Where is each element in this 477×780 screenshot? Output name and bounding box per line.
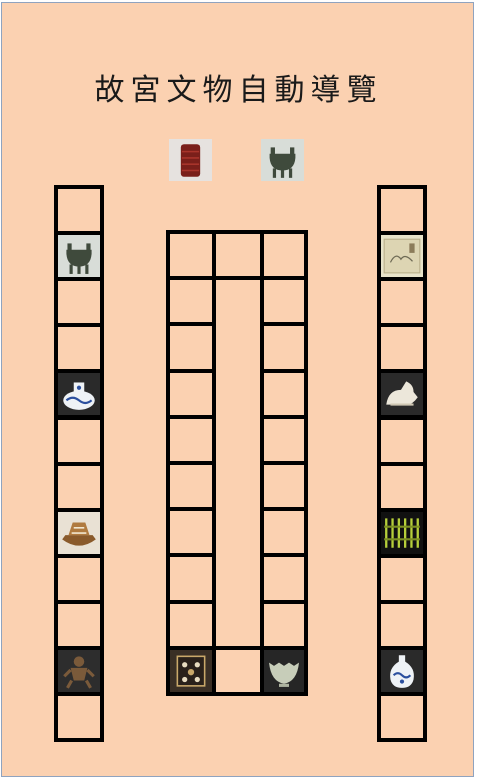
center-right-cell[interactable] — [260, 369, 308, 419]
celadon-bowl-icon — [264, 650, 304, 692]
center-top-cell[interactable] — [212, 230, 264, 280]
center-right-cell[interactable] — [260, 415, 308, 465]
left-track-cell[interactable] — [54, 692, 104, 742]
right-track-cell[interactable] — [377, 323, 427, 373]
center-right-cell[interactable] — [260, 461, 308, 511]
left-track-cell[interactable] — [54, 416, 104, 466]
center-left-cell[interactable] — [166, 507, 216, 557]
right-track-cell[interactable] — [377, 416, 427, 466]
carved-boat-icon — [58, 512, 100, 554]
center-left-cell[interactable] — [166, 276, 216, 326]
center-top-cell[interactable] — [166, 230, 216, 280]
center-left-cell[interactable] — [166, 600, 216, 650]
center-left-cell[interactable] — [166, 322, 216, 372]
center-right-cell[interactable] — [260, 507, 308, 557]
center-right-cell[interactable] — [260, 600, 308, 650]
left-track-cell[interactable] — [54, 600, 104, 650]
center-left-cell[interactable] — [166, 461, 216, 511]
right-track-cell[interactable] — [377, 277, 427, 327]
center-top-cell[interactable] — [260, 230, 308, 280]
center-right-cell[interactable] — [260, 276, 308, 326]
painting-scroll-icon — [381, 235, 423, 277]
left-track-cell[interactable] — [54, 277, 104, 327]
white-jade-horse-icon — [381, 373, 423, 415]
center-bottom-cell[interactable] — [212, 646, 264, 696]
jeweled-box-icon — [170, 650, 212, 692]
page-title: 故宮文物自動導覽 — [2, 65, 475, 109]
right-track-cell[interactable] — [377, 600, 427, 650]
left-track-cell[interactable] — [54, 185, 104, 235]
right-track-cell[interactable] — [377, 185, 427, 235]
blue-white-vase-icon — [381, 650, 423, 692]
center-inner-column — [212, 276, 264, 650]
right-track-cell[interactable] — [377, 554, 427, 604]
center-right-cell[interactable] — [260, 322, 308, 372]
cinnabar-lacquer-vase-icon — [169, 139, 212, 181]
left-track-cell[interactable] — [54, 554, 104, 604]
bronze-ding-icon — [58, 235, 100, 277]
blue-white-porcelain-jar-icon — [58, 373, 100, 415]
right-track-cell[interactable] — [377, 462, 427, 512]
left-track-cell[interactable] — [54, 323, 104, 373]
right-track-cell[interactable] — [377, 692, 427, 742]
center-left-cell[interactable] — [166, 369, 216, 419]
bronze-ding-icon — [261, 139, 304, 181]
bronze-figure-icon — [58, 650, 100, 692]
center-right-cell[interactable] — [260, 553, 308, 603]
center-left-cell[interactable] — [166, 553, 216, 603]
jade-cabbage-icon — [381, 512, 423, 554]
center-left-cell[interactable] — [166, 415, 216, 465]
left-track-cell[interactable] — [54, 462, 104, 512]
